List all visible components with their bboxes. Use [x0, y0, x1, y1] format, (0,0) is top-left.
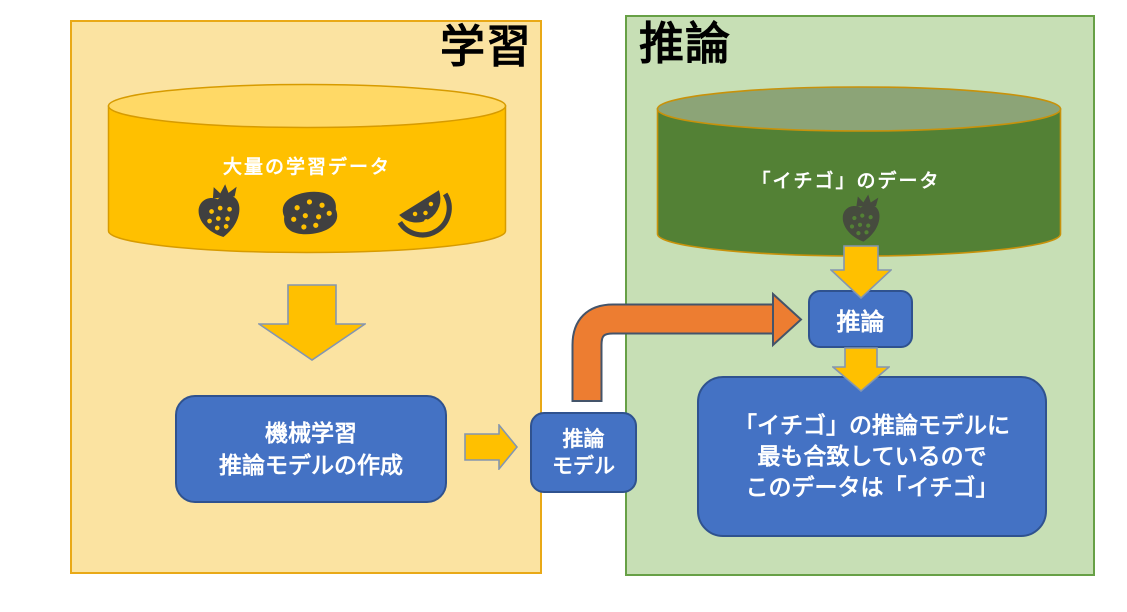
machine-learning-line1: 機械学習 — [265, 420, 357, 446]
inference-step-box: 推論 — [808, 290, 913, 348]
inference-result-box: 「イチゴ」の推論モデルに 最も合致しているので このデータは「イチゴ」 — [697, 376, 1047, 537]
arrow-right-icon — [464, 424, 518, 470]
machine-learning-line2: 推論モデルの作成 — [219, 452, 403, 478]
arrow-down-training-icon — [258, 284, 366, 362]
inference-data-cylinder — [656, 85, 1062, 259]
result-line2: 最も合致しているので — [757, 443, 987, 469]
elbow-arrow-model-to-inference-icon — [560, 285, 810, 407]
strawberry-icon — [185, 178, 252, 245]
training-panel-title: 学習 — [439, 21, 532, 72]
arrow-down-result-icon — [832, 347, 890, 392]
training-data-label: 大量の学習データ — [222, 157, 391, 178]
inference-model-line2: モデル — [552, 454, 615, 478]
arrow-down-data-icon — [830, 245, 892, 299]
inference-data-label: 「イチゴ」のデータ — [751, 171, 941, 192]
inference-panel-title: 推論 — [639, 18, 732, 69]
machine-learning-box: 機械学習 推論モデルの作成 — [175, 395, 447, 503]
watermelon-icon — [381, 167, 465, 251]
result-line1: 「イチゴ」の推論モデルに — [734, 412, 1010, 438]
lemon-icon — [275, 184, 345, 242]
inference-model-line1: 推論 — [562, 427, 605, 451]
strawberry-icon — [832, 190, 889, 247]
inference-step-label: 推論 — [836, 308, 885, 336]
result-line3: このデータは「イチゴ」 — [745, 474, 999, 500]
inference-model-box: 推論 モデル — [530, 412, 637, 493]
